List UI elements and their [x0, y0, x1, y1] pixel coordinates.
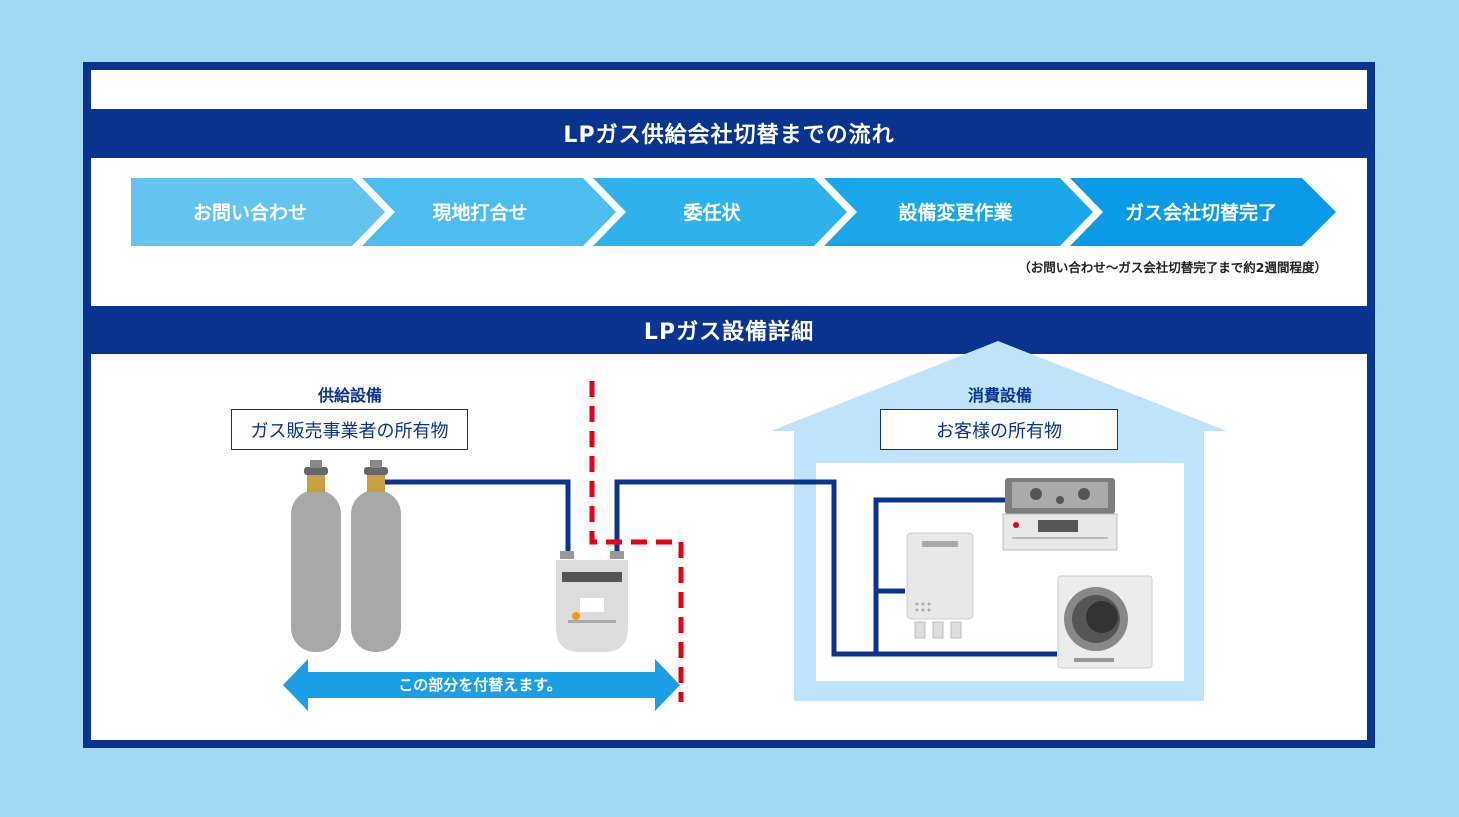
- step-shape-3: [593, 178, 847, 246]
- supply-heading: 供給設備: [317, 386, 382, 405]
- replace-label: この部分を付替えます。: [398, 676, 562, 694]
- gas-pipes: [378, 479, 1057, 657]
- step-shape-5: [1070, 178, 1336, 246]
- step-5: ガス会社切替完了: [1124, 202, 1277, 224]
- consumption-owner-box: お客様の所有物: [880, 409, 1118, 450]
- step-1: お問い合わせ: [192, 202, 307, 224]
- flow-title: LPガス供給会社切替までの流れ: [563, 123, 895, 148]
- step-shape-4: [824, 178, 1093, 246]
- step-2: 現地打合せ: [432, 202, 528, 224]
- stove-icon: [1002, 478, 1118, 551]
- gas-meter-icon: [556, 551, 628, 652]
- consumption-heading: 消費設備: [967, 386, 1032, 405]
- step-shape-2: [362, 178, 616, 246]
- boundary-line: [589, 381, 684, 702]
- gas-cylinder-icon: [291, 460, 341, 652]
- top-strip: [91, 70, 1367, 109]
- supply-owner-box: ガス販売事業者の所有物: [231, 409, 468, 450]
- water-heater-icon: [906, 532, 974, 639]
- replace-arrow: [283, 659, 680, 711]
- step-shape-1: [131, 178, 385, 246]
- gas-cylinder-icon: [351, 460, 401, 652]
- dryer-icon: [1057, 575, 1153, 669]
- step-3: 委任状: [683, 202, 741, 224]
- flow-note: （お問い合わせ～ガス会社切替完了まで約2週間程度）: [1018, 260, 1327, 275]
- detail-title: LPガス設備詳細: [643, 320, 815, 345]
- step-4: 設備変更作業: [898, 202, 1013, 224]
